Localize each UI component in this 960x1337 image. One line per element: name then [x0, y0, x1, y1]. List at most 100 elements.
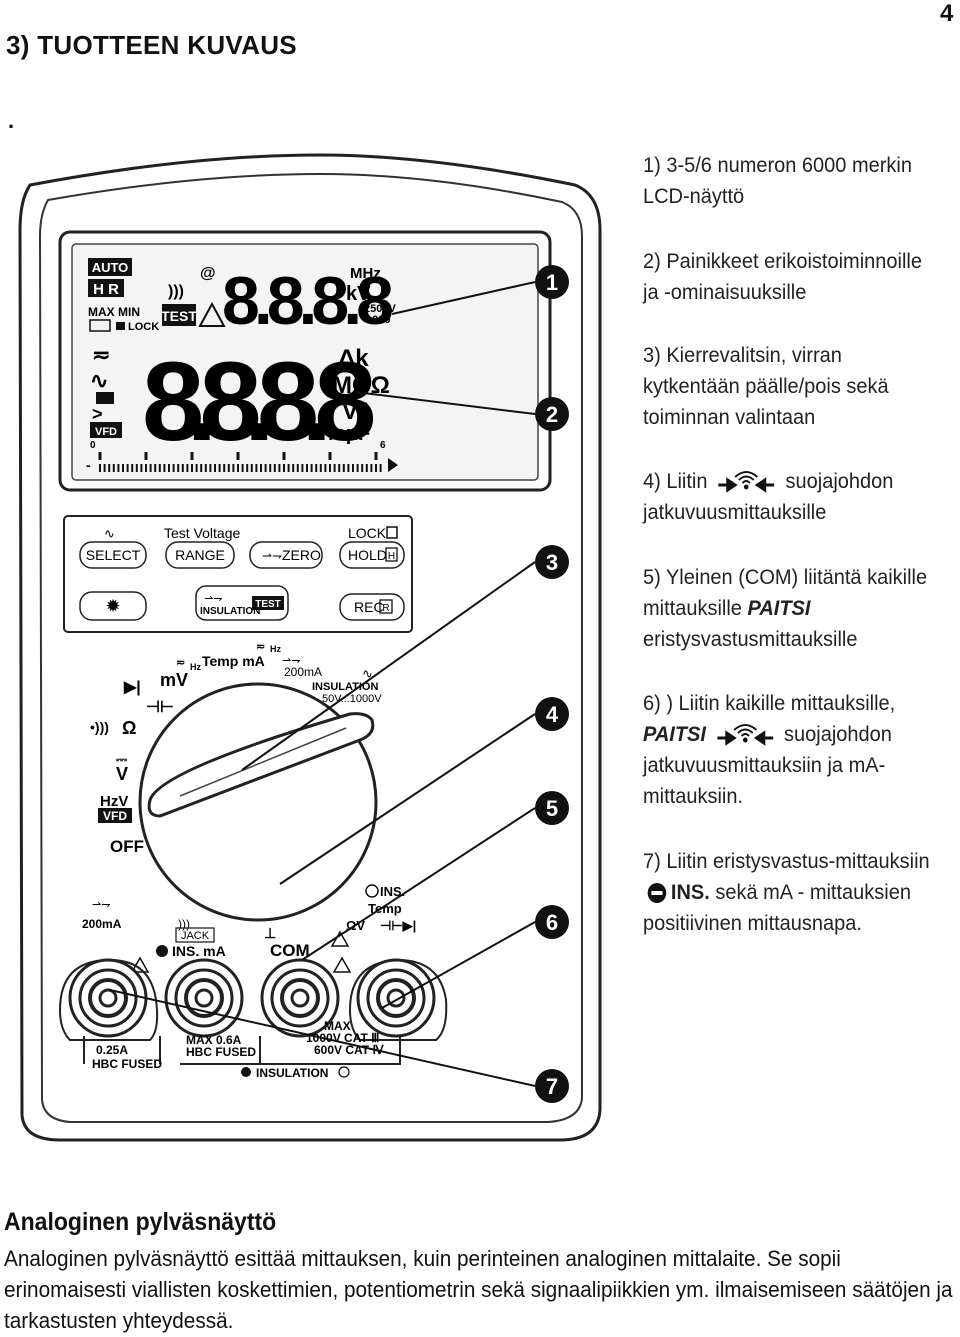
fuse1-type: HBC FUSED	[92, 1057, 162, 1071]
lcd-vfd: VFD	[95, 426, 117, 438]
probe-connector-icon-2	[717, 724, 773, 747]
callout-5: 5	[535, 791, 569, 825]
range-button[interactable]	[165, 541, 235, 569]
ac-dc-icon: ≂	[92, 342, 110, 367]
key-lock-label: LOCK	[348, 525, 387, 541]
select-button-label: SELECT	[86, 547, 141, 563]
item-3: 3) Kierrevalitsin, virran kytkentään pää…	[643, 343, 889, 429]
key-test-voltage-label: Test Voltage	[164, 525, 240, 541]
lcd-six: 6	[380, 440, 386, 451]
lcd-big-digits: 8.8.8.8	[142, 339, 373, 464]
lcd-zero: 0	[90, 440, 96, 451]
diode-icon: ▶|	[123, 679, 141, 696]
bargraph-scale	[98, 452, 382, 472]
dial-ac-icon-2: ≂	[256, 641, 265, 653]
lock-small-icon	[386, 526, 398, 539]
lcd-mhz: MHz	[350, 265, 381, 282]
lcd-hr: H R	[93, 281, 119, 298]
callout-3: 3	[535, 545, 569, 579]
multimeter-illustration: AUTO H R MAX MIN LOCK ))) @ TEST 8.8.8.8…	[18, 153, 602, 1142]
minus-circle-icon-3	[647, 883, 667, 904]
hold-box: H	[388, 551, 395, 562]
lcd-auto-badge	[88, 258, 132, 276]
dial-wave-icon: ∿	[362, 666, 373, 681]
term-200ma: 200mA	[82, 917, 122, 931]
warn-icon-2	[332, 956, 352, 973]
callout-label-6: 6	[546, 910, 558, 935]
term-cat4: 600V CAT Ⅳ	[314, 1043, 384, 1057]
input-jack-3[interactable]	[260, 958, 340, 1038]
dial-range-ins: 50V...1000V	[322, 693, 382, 705]
item-7-pre: 7) Liitin eristysvastus-mittauksiin	[643, 849, 930, 873]
callout-2: 2	[535, 397, 569, 431]
bar-icon	[96, 392, 114, 404]
item-7-post: sekä mA - mittauksien positiivinen mitta…	[643, 880, 911, 935]
input-jack-2[interactable]	[164, 958, 244, 1038]
lcd-kv: kV	[346, 283, 371, 305]
warning-icon	[198, 301, 226, 327]
select-button[interactable]	[79, 541, 147, 569]
lcd-gt-sign: >	[92, 404, 103, 424]
lcd-va: VA	[342, 398, 374, 425]
dial-temp-ma: Temp mA	[202, 653, 265, 669]
dial-insulation: INSULATION	[312, 681, 378, 693]
dial-off: OFF	[110, 837, 144, 856]
item-6-post: suojajohdon jatkuvuusmittauksiin ja mA-m…	[643, 722, 892, 808]
continuity-icon: )))	[168, 283, 184, 300]
callout-4: 4	[535, 697, 569, 731]
key-test-label: TEST	[255, 599, 281, 610]
item-4: 4) Liitin suojajohdon jatkuvuusmittauksi…	[643, 466, 931, 528]
lcd-small-digits: 8.8.8.8	[222, 263, 392, 339]
input-jack-1[interactable]	[68, 958, 148, 1038]
minus-circle-icon-2	[241, 1067, 251, 1077]
section-title: 3) TUOTTEEN KUVAUS	[6, 30, 297, 60]
item-6-pre: 6) ) Liitin kaikille mittauksille,	[643, 691, 896, 715]
plus-circle-icon-2	[338, 1066, 350, 1078]
insulation-test-button[interactable]	[195, 585, 289, 621]
battery-icon	[89, 319, 111, 332]
lcd-lock: LOCK	[128, 321, 159, 333]
dial-v: V	[116, 764, 128, 784]
item-2: 2) Painikkeet erikoistoiminnoille ja -om…	[643, 249, 922, 304]
dial-mv: mV	[160, 670, 188, 690]
rec-box: R	[382, 603, 389, 614]
dial-hz-small: Hz	[190, 662, 201, 672]
callout-label-4: 4	[546, 702, 559, 727]
zero-button[interactable]	[249, 541, 323, 569]
item-7-ins: INS.	[670, 880, 710, 904]
lcd-test: TEST	[161, 308, 197, 324]
probe-icon: ⇀⇁	[262, 549, 282, 563]
lock-icon	[116, 322, 125, 330]
stray-dot: .	[8, 108, 15, 133]
minus-circle-icon	[156, 945, 168, 957]
backlight-button[interactable]	[79, 591, 147, 621]
term-ins-pos: INS.	[380, 884, 405, 899]
item-5-em: PAITSI	[747, 596, 811, 620]
dial-vfd: VFD	[103, 809, 127, 823]
dial-hz2: Hz	[270, 644, 281, 654]
page-number: 4	[940, 0, 954, 27]
item-1: 1) 3-5/6 numeron 6000 merkin LCD-näyttö	[643, 153, 912, 208]
term-ins-ma: INS. mA	[172, 943, 226, 959]
term-insulation: INSULATION	[256, 1066, 328, 1080]
item-6: 6) ) Liitin kaikille mittauksille, PAITS…	[643, 688, 931, 812]
zero-button-label: ZERO	[282, 547, 321, 563]
key-insulation-label: INSULATION	[200, 606, 260, 617]
callout-7: 7	[535, 1069, 569, 1103]
item-4-post: suojajohdon jatkuvuusmittauksille	[643, 469, 894, 524]
callout-label-7: 7	[546, 1074, 558, 1099]
lcd-1000: 1000	[366, 314, 390, 326]
input-jack-4[interactable]	[356, 958, 436, 1038]
lcd-delta-k: Δk	[338, 345, 369, 372]
item-5: 5) Yleinen (COM) liitäntä kaikille mitta…	[643, 562, 931, 655]
analog-title: Analoginen pylväsnäyttö	[4, 1208, 277, 1236]
dial-dc-icon: ⎓	[116, 751, 128, 767]
item-4-pre: 4) Liitin	[643, 469, 708, 493]
dial-200ma: 200mA	[284, 665, 322, 679]
item-7: 7) Liitin eristysvastus-mittauksiin INS.…	[643, 846, 931, 939]
lcd-at: @	[200, 265, 216, 282]
callout-6: 6	[535, 905, 569, 939]
lcd-muf: mμF	[328, 423, 370, 445]
lcd-auto: AUTO	[92, 260, 129, 275]
fuse2-type: HBC FUSED	[186, 1045, 256, 1059]
